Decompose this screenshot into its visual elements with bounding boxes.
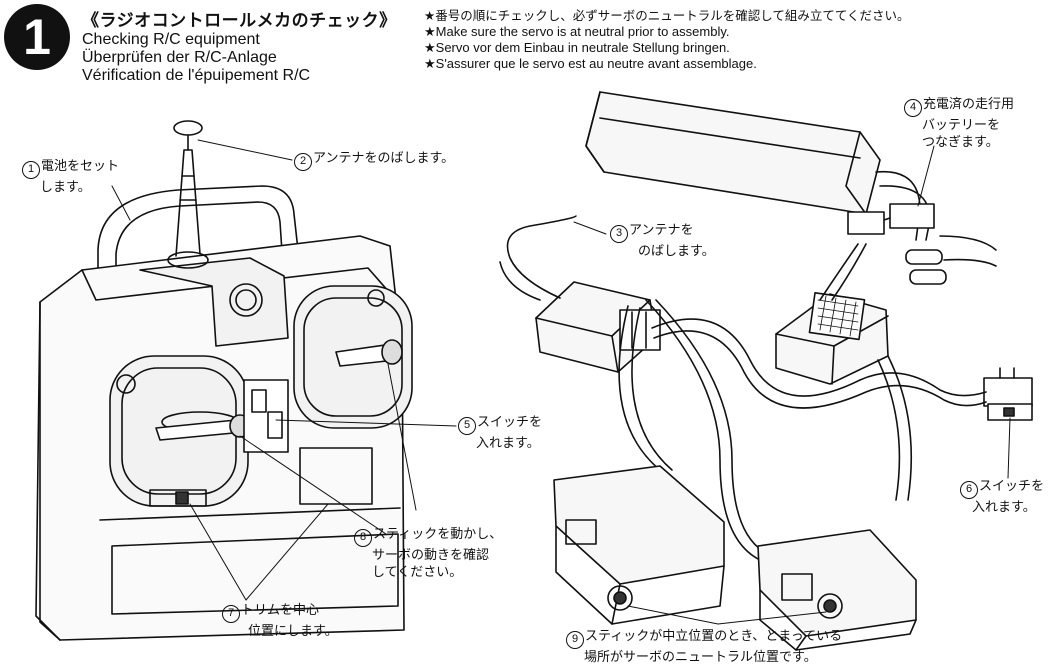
callout-text: 位置にします。	[222, 624, 338, 639]
callout-text: します。	[22, 180, 91, 195]
callout-text: 入れます。	[458, 436, 540, 451]
title-german: Überprüfen der R/C-Anlage	[82, 49, 397, 67]
callout-text: スイッチを	[979, 479, 1044, 494]
callout-text: バッテリーを	[904, 118, 1000, 133]
callout-number: 9	[566, 631, 584, 649]
callout-number: 1	[22, 161, 40, 179]
switch-unit-illustration	[984, 368, 1032, 420]
note-german: ★Servo vor dem Einbau in neutrale Stellu…	[424, 40, 909, 56]
callout-number: 3	[610, 225, 628, 243]
callout-text: スティックが中立位置のとき、とまっている	[585, 629, 842, 644]
title-english: Checking R/C equipment	[82, 31, 397, 49]
callout-text: してください。	[354, 565, 462, 580]
callout-number: 4	[904, 99, 922, 117]
callout-text: アンテナをのばします。	[313, 151, 454, 166]
title-french: Vérification de l'épuipement R/C	[82, 67, 397, 85]
callout-number: 8	[354, 529, 372, 547]
assembly-notes: ★番号の順にチェックし、必ずサーボのニュートラルを確認して組み立ててください。 …	[424, 8, 909, 72]
callout-number: 6	[960, 481, 978, 499]
note-french: ★S'assurer que le servo est au neutre av…	[424, 56, 909, 72]
motor-plugs-illustration	[906, 236, 996, 284]
title-japanese: 《ラジオコントロールメカのチェック》	[82, 6, 397, 31]
step-number-badge: 1	[4, 4, 70, 70]
callout-number: 5	[458, 417, 476, 435]
callout-number: 7	[222, 605, 240, 623]
callout-text: サーボの動きを確認	[354, 548, 489, 563]
callout-text: 場所がサーボのニュートラル位置です。	[566, 650, 817, 665]
callout-text: のばします。	[610, 244, 715, 259]
callout-text: 電池をセット	[41, 159, 119, 174]
callout-text: 入れます。	[960, 500, 1036, 515]
callout-text: つなぎます。	[904, 135, 999, 150]
callout-text: トリムを中心	[241, 603, 319, 618]
title-block: 《ラジオコントロールメカのチェック》 Checking R/C equipmen…	[82, 6, 397, 85]
note-english: ★Make sure the servo is at neutral prior…	[424, 24, 909, 40]
callout-number: 2	[294, 153, 312, 171]
callout-text: スティックを動かし、	[373, 527, 502, 542]
callout-text: スイッチを	[477, 415, 542, 430]
callout-text: アンテナを	[629, 223, 693, 238]
callout-text: 充電済の走行用	[923, 97, 1014, 112]
note-japanese: ★番号の順にチェックし、必ずサーボのニュートラルを確認して組み立ててください。	[424, 8, 909, 24]
speed-controller-illustration	[776, 293, 888, 384]
servo-left-illustration	[554, 466, 724, 624]
